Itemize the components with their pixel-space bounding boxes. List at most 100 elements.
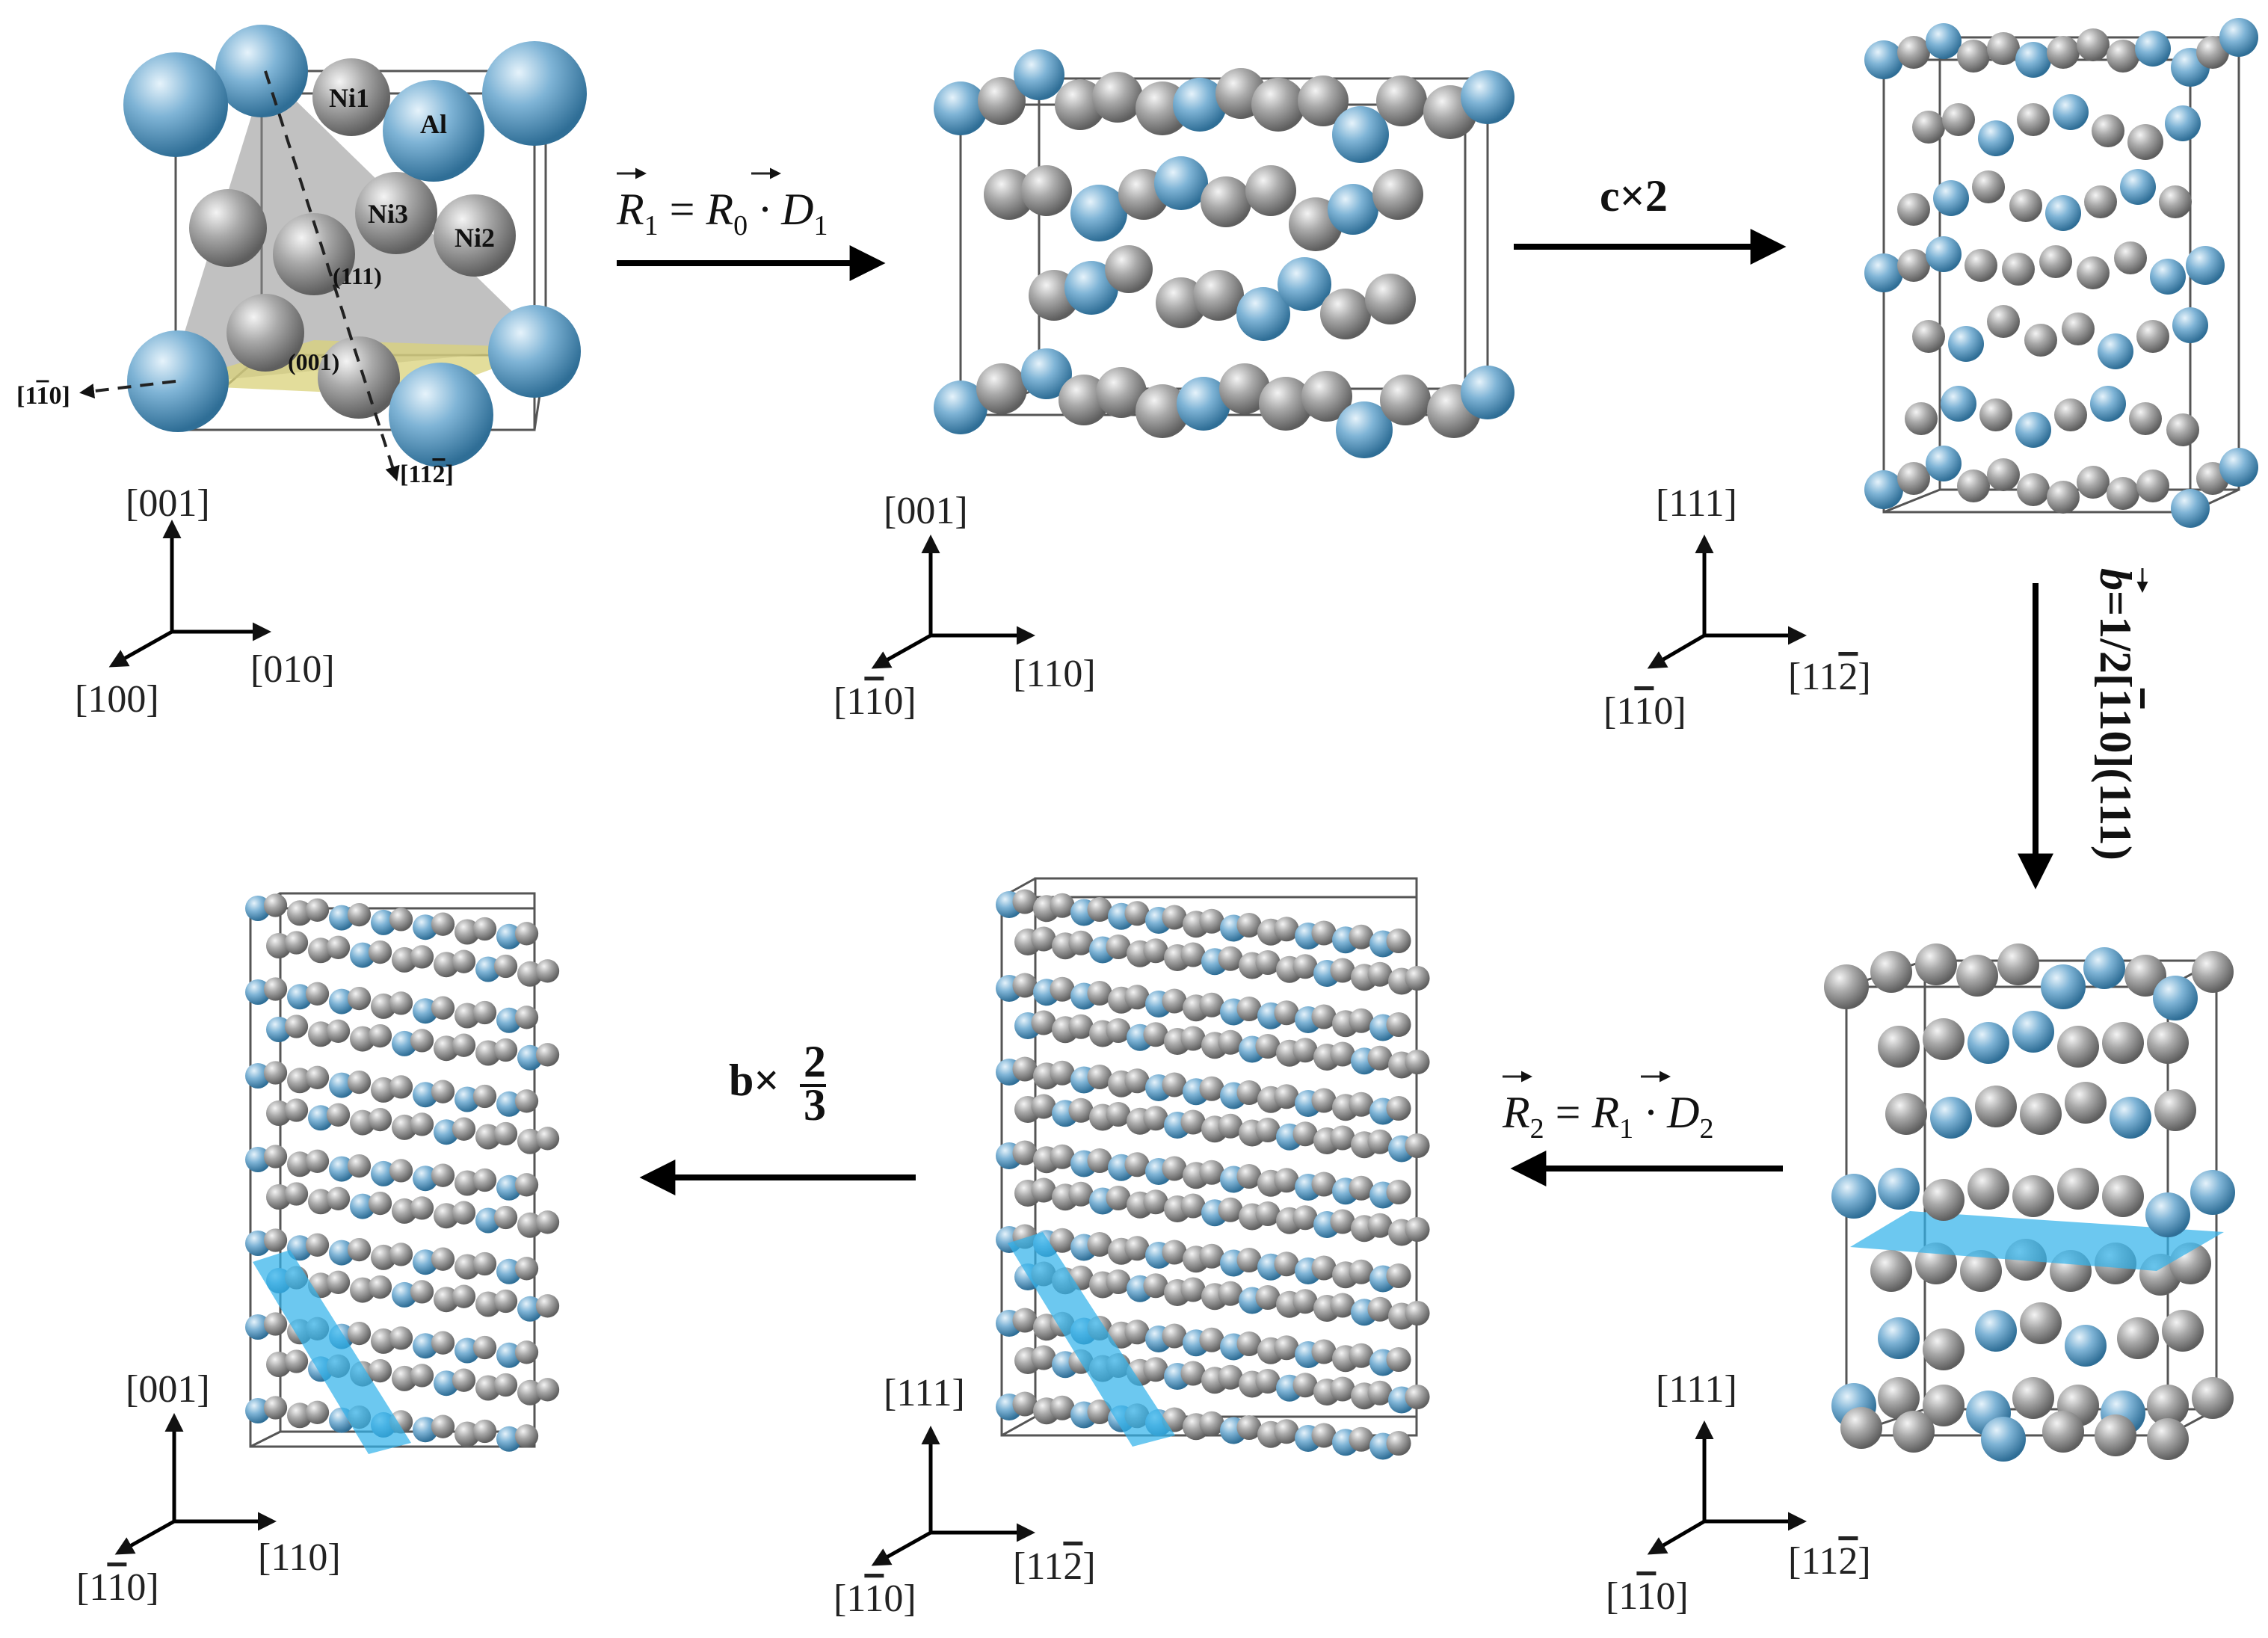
- ni-atom: [431, 912, 455, 936]
- al-atom: [245, 896, 271, 921]
- ni-atom: [1124, 1068, 1150, 1094]
- al-atom: [475, 1207, 501, 1234]
- slip-band: [1008, 1232, 1175, 1447]
- axis-triad-1: [001] [100] [010]: [75, 482, 335, 721]
- ni-atom: [1330, 1293, 1355, 1318]
- ni-atom: [389, 1326, 413, 1350]
- al-atom: [2219, 448, 2258, 487]
- ni-atom: [371, 1077, 396, 1103]
- ni-atom: [454, 1421, 480, 1447]
- ni-atom: [493, 1373, 518, 1397]
- al-atom: [371, 909, 396, 935]
- ni-atom: [2077, 466, 2110, 499]
- ni-atom: [2009, 189, 2042, 222]
- al-atom: [1236, 287, 1290, 341]
- ni-atom: [1292, 1205, 1318, 1231]
- ni-atom: [1292, 954, 1318, 979]
- plane-label-111: (111): [333, 262, 382, 289]
- ni-atom: [1031, 926, 1056, 952]
- al-atom: [413, 1333, 438, 1359]
- ni-atom: [2047, 481, 2080, 514]
- ni-atom: [517, 1379, 543, 1405]
- ni-atom: [1050, 1395, 1075, 1420]
- ni-atom: [2054, 398, 2087, 431]
- ni-atom: [347, 1237, 372, 1262]
- ni-atom: [1050, 893, 1075, 918]
- al-atom: [1064, 261, 1118, 315]
- ni-atom: [1012, 973, 1038, 998]
- ni-atom: [1218, 1281, 1243, 1306]
- ni-atom: [263, 1228, 288, 1252]
- ni-atom: [2147, 1022, 2189, 1064]
- ni-atom: [1236, 996, 1262, 1022]
- al-atom: [2045, 195, 2081, 231]
- ni-atom: [2107, 477, 2139, 510]
- ni-atom: [1311, 920, 1337, 946]
- ni-atom: [1162, 905, 1187, 930]
- ni-atom: [1162, 1323, 1187, 1349]
- ni-atom: [2147, 1418, 2189, 1460]
- ni-atom: [2062, 312, 2095, 345]
- ni-atom: [1219, 363, 1270, 414]
- ni-atom: [371, 1244, 396, 1270]
- al-atom: [1926, 236, 1962, 272]
- ni-atom: [1380, 375, 1431, 425]
- ni-atom: [1068, 1014, 1094, 1039]
- ni-atom: [1218, 1364, 1243, 1390]
- al-atom: [329, 1072, 354, 1098]
- ni-atom: [1143, 938, 1168, 964]
- atom-cluster: [934, 49, 1514, 458]
- ni-atom: [984, 169, 1035, 220]
- ni-atom: [392, 1114, 417, 1140]
- ni-atom: [263, 1312, 288, 1336]
- al-atom: [1941, 386, 1976, 422]
- ni-atom: [1405, 1216, 1430, 1243]
- ni-atom: [1330, 1041, 1355, 1067]
- al-atom: [123, 52, 228, 157]
- ni-atom: [1298, 76, 1349, 126]
- ni-atom: [1105, 245, 1153, 293]
- ni-atom: [2039, 245, 2072, 278]
- ni-atom: [2092, 114, 2124, 147]
- ni-atom: [2127, 124, 2163, 160]
- ni-atom: [1031, 1345, 1056, 1370]
- ni-atom: [514, 922, 539, 946]
- ni-atom: [326, 1103, 351, 1127]
- ni-atom: [1236, 1247, 1262, 1273]
- ni-atom: [434, 1287, 459, 1313]
- ni-atom: [2192, 951, 2234, 993]
- ni-atom: [2077, 28, 2110, 61]
- ni-atom: [1218, 1113, 1243, 1139]
- axis-label-right: [010]: [250, 648, 335, 691]
- al-atom: [1864, 470, 1903, 509]
- ni-atom: [1087, 1064, 1112, 1090]
- ni-atom: [1012, 1056, 1038, 1082]
- al-atom: [2150, 259, 2186, 295]
- atom-cluster-upper: [1824, 943, 2235, 1237]
- al-atom: [496, 1426, 522, 1452]
- ni-atom: [2057, 1026, 2099, 1068]
- ni-atom: [1987, 305, 2020, 338]
- ni-atom: [1349, 1008, 1374, 1033]
- al-atom: [517, 1044, 543, 1071]
- ni-atom: [1349, 1175, 1374, 1201]
- ni-atom: [514, 1257, 539, 1281]
- ni-atom: [1975, 1086, 2017, 1127]
- ni-atom: [1050, 976, 1075, 1002]
- ni-atom: [1311, 1423, 1337, 1448]
- ni-atom: [1124, 901, 1150, 926]
- ni-atom: [434, 194, 516, 277]
- panel-rotated-cell: [934, 49, 1514, 458]
- axis-label-up: [001]: [126, 482, 210, 525]
- ni-atom: [1199, 1160, 1224, 1185]
- axis-label-up: [111]: [1656, 1368, 1737, 1411]
- ni-atom: [266, 1352, 292, 1377]
- al-atom: [934, 381, 987, 434]
- ni-atom: [1349, 1343, 1374, 1368]
- ni-atom: [284, 1098, 309, 1122]
- al-atom: [2015, 42, 2051, 78]
- step-label-1: R1 = R0 · D1: [616, 167, 828, 241]
- ni-atom: [1885, 1093, 1927, 1135]
- al-atom: [1336, 401, 1393, 458]
